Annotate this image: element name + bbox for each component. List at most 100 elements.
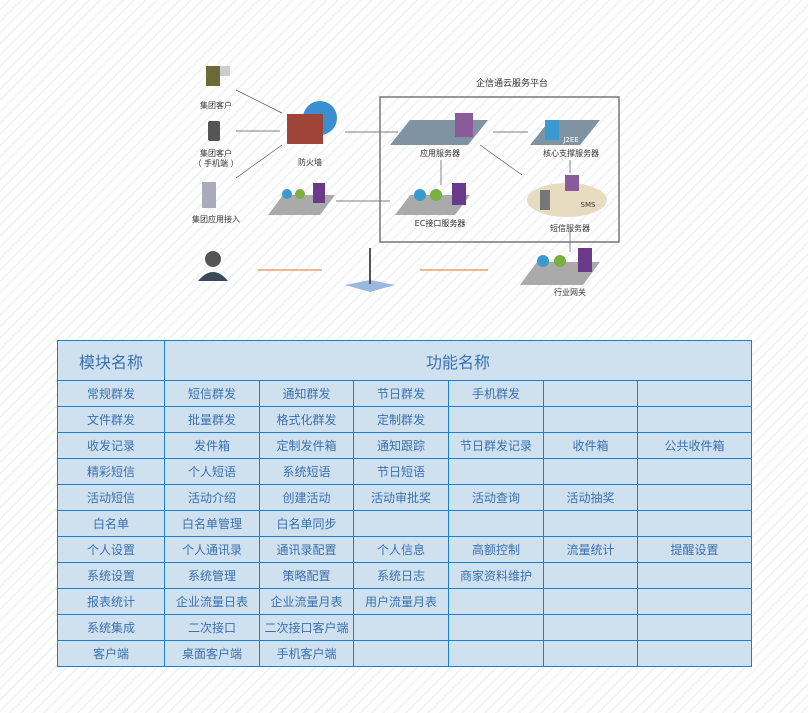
user-desk-icon	[206, 66, 230, 86]
ec-server-icon	[395, 183, 470, 215]
function-cell	[353, 640, 449, 667]
function-cell: 节日群发	[353, 380, 449, 407]
function-cell: 活动介绍	[164, 484, 260, 511]
function-cell	[636, 484, 753, 511]
module-cell: 收发记录	[57, 432, 165, 459]
label-core-server: 核心支撑服务器	[543, 149, 599, 158]
firewall-icon	[287, 101, 337, 144]
function-cell: 活动审批奖	[353, 484, 449, 511]
function-cell: 发件箱	[164, 432, 260, 459]
function-cell	[543, 380, 638, 407]
function-cell: 提醒设置	[636, 536, 753, 563]
function-cell: 系统管理	[164, 562, 260, 589]
architecture-diagram	[198, 66, 620, 292]
label-group-client-mobile: 集团客户	[200, 149, 232, 158]
function-cell	[448, 640, 544, 667]
function-cell: 格式化群发	[259, 406, 354, 433]
function-cell: 个人通讯录	[164, 536, 260, 563]
module-cell: 精彩短信	[57, 458, 165, 485]
sms-server-icon	[527, 175, 607, 217]
table-row: 系统集成二次接口二次接口客户端	[57, 614, 753, 641]
module-cell: 系统集成	[57, 614, 165, 641]
function-cell: 系统日志	[353, 562, 449, 589]
gateway-icon	[520, 248, 600, 285]
function-cell: 收件箱	[543, 432, 638, 459]
platform-box	[379, 96, 620, 243]
function-cell: 策略配置	[259, 562, 354, 589]
function-cell: 个人信息	[353, 536, 449, 563]
core-server-icon	[530, 120, 600, 145]
table-row: 客户端桌面客户端手机客户端	[57, 640, 753, 667]
function-cell: 手机群发	[448, 380, 544, 407]
function-cell	[448, 406, 544, 433]
label-mobile-suffix: （ 手机端 ）	[193, 159, 239, 168]
function-cell	[448, 458, 544, 485]
tower-icon	[345, 248, 395, 292]
table-row: 报表统计企业流量日表企业流量月表用户流量月表	[57, 588, 753, 615]
function-cell: 系统短语	[259, 458, 354, 485]
function-cell: 白名单同步	[259, 510, 354, 537]
function-cell: 高额控制	[448, 536, 544, 563]
function-cell	[448, 614, 544, 641]
function-cell: 企业流量日表	[164, 588, 260, 615]
function-cell: 活动抽奖	[543, 484, 638, 511]
table-row: 精彩短信个人短语系统短语节日短语	[57, 458, 753, 485]
person-icon	[198, 251, 228, 281]
table-row: 系统设置系统管理策略配置系统日志商家资料维护	[57, 562, 753, 589]
function-cell	[448, 510, 544, 537]
function-cell	[353, 614, 449, 641]
label-sms: SMS	[580, 201, 596, 209]
server-tower-icon	[202, 182, 216, 208]
module-cell: 常规群发	[57, 380, 165, 407]
platform-title: 企信通云服务平台	[475, 79, 549, 89]
function-cell: 节日群发记录	[448, 432, 544, 459]
function-cell	[636, 614, 753, 641]
function-cell	[543, 562, 638, 589]
function-cell	[636, 458, 753, 485]
function-cell	[636, 406, 753, 433]
function-cell: 节日短语	[353, 458, 449, 485]
module-cell: 个人设置	[57, 536, 165, 563]
function-cell	[543, 510, 638, 537]
function-cell: 流量统计	[543, 536, 638, 563]
function-table: 模块名称 功能名称 常规群发短信群发通知群发节日群发手机群发文件群发批量群发格式…	[57, 340, 753, 667]
function-cell: 通知跟踪	[353, 432, 449, 459]
label-group-client: 集团客户	[200, 101, 232, 110]
module-cell: 客户端	[57, 640, 165, 667]
function-cell: 活动查询	[448, 484, 544, 511]
label-sms-server: 短信服务器	[550, 224, 590, 233]
function-cell	[543, 588, 638, 615]
function-cell: 二次接口客户端	[259, 614, 354, 641]
function-cell	[543, 406, 638, 433]
table-row: 文件群发批量群发格式化群发定制群发	[57, 406, 753, 433]
client-server-icon	[268, 183, 335, 215]
function-cell	[543, 458, 638, 485]
function-cell: 白名单管理	[164, 510, 260, 537]
header-module: 模块名称	[57, 340, 165, 381]
function-cell: 商家资料维护	[448, 562, 544, 589]
table-row: 收发记录发件箱定制发件箱通知跟踪节日群发记录收件箱公共收件箱	[57, 432, 753, 459]
label-group-app-access: 集团应用接入	[192, 215, 240, 224]
function-cell: 定制发件箱	[259, 432, 354, 459]
function-cell: 手机客户端	[259, 640, 354, 667]
function-cell	[543, 614, 638, 641]
function-cell	[448, 588, 544, 615]
label-ec-server: EC接口服务器	[414, 219, 466, 228]
app-server-icon	[390, 113, 488, 145]
function-cell: 定制群发	[353, 406, 449, 433]
table-row: 个人设置个人通讯录通讯录配置个人信息高额控制流量统计提醒设置	[57, 536, 753, 563]
label-firewall: 防火墙	[298, 158, 322, 167]
function-cell: 二次接口	[164, 614, 260, 641]
function-cell: 通知群发	[259, 380, 354, 407]
function-cell: 创建活动	[259, 484, 354, 511]
function-cell: 通讯录配置	[259, 536, 354, 563]
header-function: 功能名称	[163, 340, 753, 381]
function-cell	[636, 588, 753, 615]
function-cell	[636, 640, 753, 667]
function-cell	[636, 380, 753, 407]
mobile-icon	[208, 121, 220, 141]
label-gateway: 行业网关	[554, 288, 586, 297]
function-cell	[353, 510, 449, 537]
module-cell: 文件群发	[57, 406, 165, 433]
table-row: 常规群发短信群发通知群发节日群发手机群发	[57, 380, 753, 407]
